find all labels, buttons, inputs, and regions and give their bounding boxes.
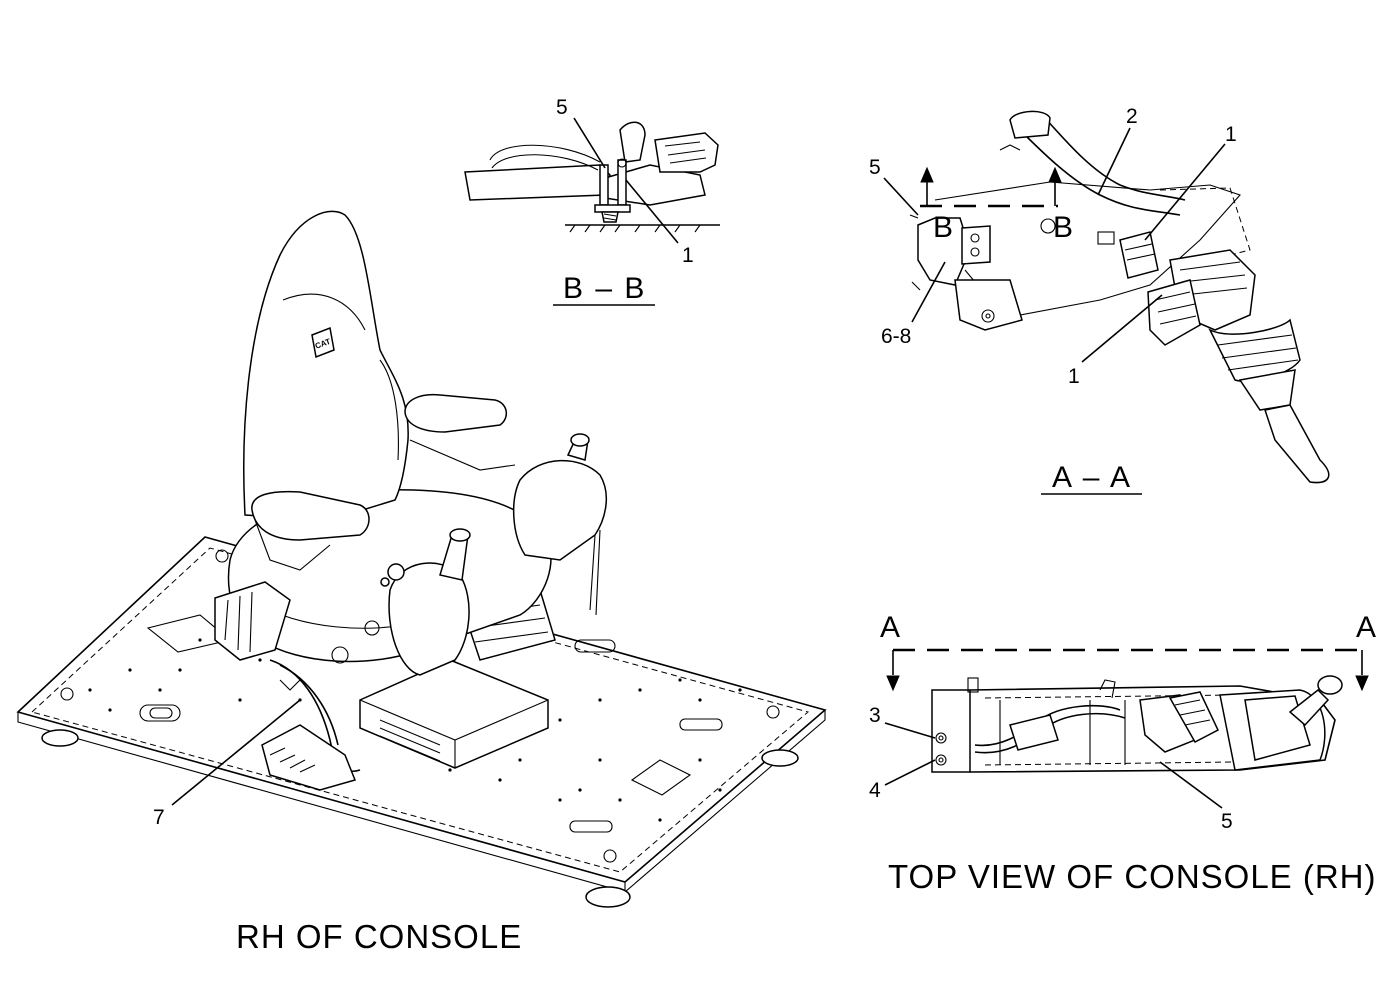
aa-callout-6-8: 6-8 bbox=[881, 261, 946, 348]
main-view-seat-assembly: CAT bbox=[16, 210, 827, 908]
section-aa-caption: A – A bbox=[1052, 461, 1132, 494]
top-view-caption: TOP VIEW OF CONSOLE (RH) bbox=[888, 858, 1377, 895]
top-callout-5: 5 bbox=[1159, 761, 1233, 833]
top-callout-4-label: 4 bbox=[869, 779, 881, 802]
aa-callout-2: 2 bbox=[1097, 105, 1138, 196]
section-marker-b-left: B bbox=[933, 211, 955, 244]
section-aa-view: B B 5 2 1 1 6-8 bbox=[869, 105, 1330, 484]
section-marker-a-left: A bbox=[880, 611, 902, 644]
aa-callout-2-label: 2 bbox=[1126, 105, 1138, 128]
section-marker-b-right: B bbox=[1053, 211, 1075, 244]
top-callout-5-label: 5 bbox=[1221, 810, 1233, 833]
bb-callout-5: 5 bbox=[556, 96, 606, 169]
section-marker-a-right: A bbox=[1356, 611, 1378, 644]
top-view-console: A A 3 4 bbox=[869, 611, 1378, 833]
section-bb-view: 5 1 bbox=[464, 96, 720, 267]
aa-callout-1-bottom-label: 1 bbox=[1068, 365, 1080, 388]
top-callout-3: 3 bbox=[869, 704, 936, 739]
right-armrest bbox=[404, 393, 507, 433]
left-armrest bbox=[251, 490, 370, 541]
left-console bbox=[380, 528, 471, 676]
top-callout-4: 4 bbox=[869, 759, 936, 802]
section-bb-caption: B – B bbox=[563, 272, 646, 305]
aa-callout-1-bottom: 1 bbox=[1068, 294, 1163, 388]
section-bb-cut-line: B B bbox=[920, 166, 1075, 244]
main-view-caption: RH OF CONSOLE bbox=[236, 918, 522, 955]
cat-logo: CAT bbox=[311, 326, 335, 359]
floor-plate bbox=[16, 536, 827, 908]
bb-callout-1-label: 1 bbox=[682, 244, 694, 267]
callout-7-label: 7 bbox=[153, 806, 165, 829]
section-aa-cut-line: A A bbox=[880, 611, 1378, 692]
aa-callout-1-top: 1 bbox=[1144, 123, 1237, 241]
top-callout-3-label: 3 bbox=[869, 704, 881, 727]
seat-backrest bbox=[243, 210, 409, 521]
callout-7: 7 bbox=[153, 699, 301, 829]
aa-callout-5: 5 bbox=[869, 156, 919, 216]
aa-callout-1-top-label: 1 bbox=[1225, 123, 1237, 146]
bb-callout-5-label: 5 bbox=[556, 96, 568, 119]
aa-callout-6-8-label: 6-8 bbox=[881, 325, 911, 348]
right-console bbox=[512, 433, 608, 616]
bb-callout-1: 1 bbox=[625, 179, 694, 267]
harness-assembly bbox=[214, 581, 380, 791]
aa-callout-5-label: 5 bbox=[869, 156, 881, 179]
